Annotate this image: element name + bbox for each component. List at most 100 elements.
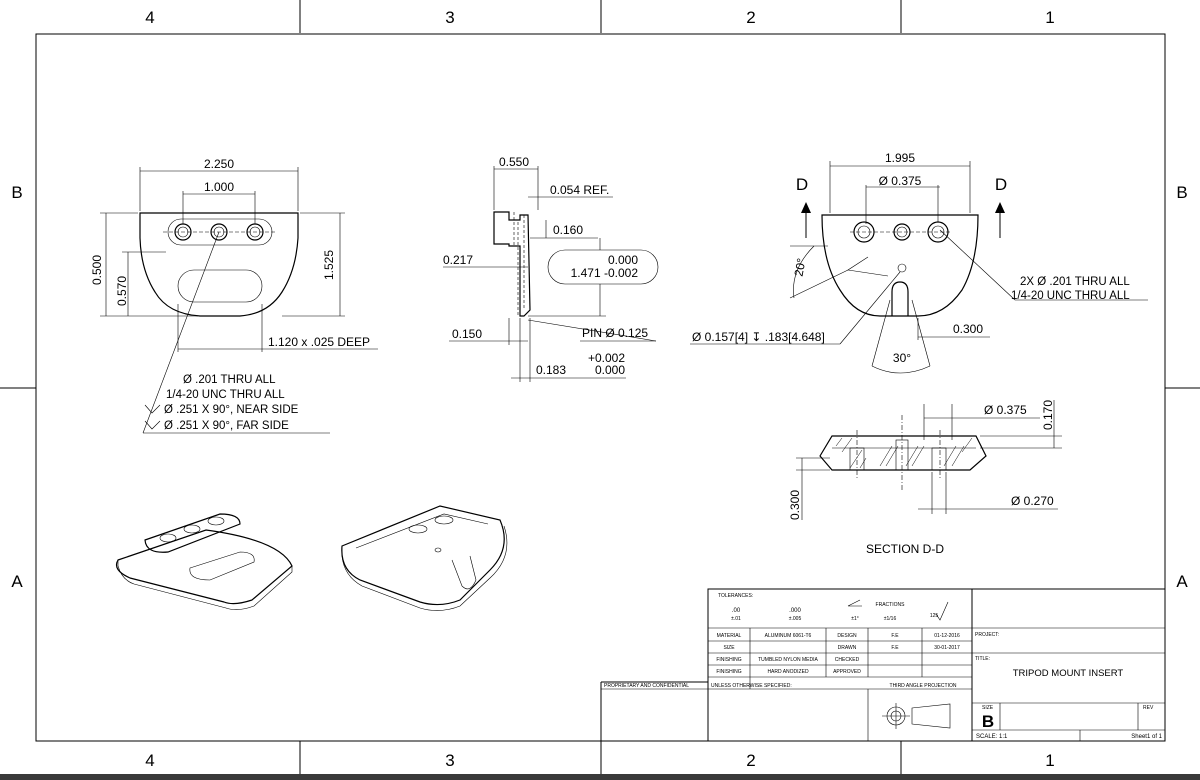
zone-col-bottom-1: 1	[1045, 751, 1054, 770]
countersink-icon	[144, 420, 161, 430]
tb-row-2-label: SIZE	[723, 645, 735, 651]
zone-col-bottom-2: 2	[746, 751, 755, 770]
iso-front-boss	[144, 513, 241, 553]
dim-height-right: 1.525	[322, 250, 336, 280]
front-view: 2.250 1.000 0.500 0.570 1.525 1.120 x .0…	[90, 157, 378, 434]
rear-pin-hole-note: Ø 0.157[4] ↧ .183[4.648]	[692, 330, 825, 344]
dim-ref: 0.054 REF.	[550, 183, 609, 197]
isometric-view-rear	[341, 505, 508, 611]
section-dim-bore: Ø 0.375	[984, 403, 1027, 417]
iso-rear-hole-2	[434, 515, 454, 525]
tol-box-upper: 0.000	[608, 253, 638, 267]
tol-nominal: 0.183	[536, 363, 566, 377]
zone-col-top-3: 3	[445, 8, 454, 27]
zone-row-left-a: A	[11, 572, 23, 591]
iso-rear-step	[355, 513, 489, 549]
dim-rear-bore: Ø 0.375	[879, 174, 922, 188]
dim-rear-width: 1.995	[885, 151, 915, 165]
title-block: TOLERANCES: .00 ±.01 .000 ±.005 ±1° FRAC…	[600, 588, 1166, 742]
tb-sheet: Sheet1 of 1	[1131, 734, 1162, 740]
iso-rear-notch	[451, 555, 477, 590]
rear-view-outline	[821, 214, 979, 317]
tb-tol-two-place-val: ±.01	[731, 616, 741, 622]
angle-symbol-icon	[847, 599, 862, 607]
zone-col-top-4: 4	[145, 8, 154, 27]
third-angle-projection-icon	[882, 703, 951, 729]
tb-row-2-role: DRAWN	[838, 645, 857, 651]
side-view: 0.550 0.054 REF. 0.160 0.217 0.000 1.471…	[443, 155, 659, 382]
tb-fractions-val: ±1/16	[884, 616, 897, 622]
dim-rear-right: 0.300	[953, 322, 983, 336]
tb-row-1-label: MATERIAL	[717, 633, 742, 639]
tb-row-4-value: HARD ANODIZED	[767, 669, 809, 675]
tb-fractions-label: FRACTIONS	[876, 602, 906, 608]
section-dim-depth: 0.170	[1041, 400, 1055, 430]
zone-col-bottom-4: 4	[145, 751, 154, 770]
hole-note-line-3: Ø .251 X 90°, NEAR SIDE	[164, 404, 299, 416]
tb-row-4-role: APPROVED	[833, 669, 861, 675]
tb-title-label: TITLE:	[975, 656, 990, 662]
tb-size: B	[982, 712, 994, 731]
section-dim-small-bore: Ø 0.270	[1011, 494, 1054, 508]
section-dim-thickness: 0.300	[788, 490, 802, 520]
tb-drawing-title: TRIPOD MOUNT INSERT	[1013, 668, 1124, 679]
tb-row-1-value: ALUMINUM 6061-T6	[765, 633, 812, 639]
hole-note-line-1: Ø .201 THRU ALL	[183, 374, 276, 386]
tol-plus: +0.002	[588, 351, 625, 365]
zone-row-right-a: A	[1176, 572, 1188, 591]
tb-row-4-label: FINISHING	[716, 669, 741, 675]
dim-overall-width: 2.250	[204, 157, 234, 171]
tb-tolerances-label: TOLERANCES:	[718, 593, 753, 599]
iso-front-hole-2	[183, 524, 201, 534]
tb-tol-three-place: .000	[789, 608, 801, 614]
side-view-profile	[493, 211, 531, 317]
tb-tol-three-place-val: ±.005	[789, 616, 802, 622]
hole-note-line-2: 1/4-20 UNC THRU ALL	[166, 389, 285, 401]
iso-front-hole-3	[207, 516, 225, 526]
tb-row-3-role: CHECKED	[835, 657, 860, 663]
tb-tol-angle-val: ±1°	[851, 616, 859, 622]
section-body	[819, 435, 987, 471]
iso-rear-plate	[341, 505, 505, 606]
tb-row-2-date: 30-01-2017	[934, 645, 960, 651]
section-arrow-left	[801, 202, 811, 213]
tb-scale: SCALE: 1:1	[976, 734, 1008, 740]
recess-slot	[177, 269, 263, 303]
tb-projection: THIRD ANGLE PROJECTION	[890, 683, 957, 689]
dim-side-a: 0.160	[553, 223, 583, 237]
rear-pin-hole	[897, 263, 907, 273]
dim-side-top: 0.550	[499, 155, 529, 169]
zone-col-top-2: 2	[746, 8, 755, 27]
dim-hole-spacing: 1.000	[204, 180, 234, 194]
tb-unless: UNLESS OTHERWISE SPECIFIED:	[711, 683, 792, 689]
front-view-outline	[139, 212, 299, 317]
section-hatching	[835, 437, 973, 469]
rear-view: D D 1.995 Ø 0.375 20° 30° 0.300 2X Ø .20…	[690, 151, 1148, 374]
dim-height-left: 0.500	[90, 255, 104, 285]
iso-front-slot	[189, 551, 255, 581]
angle-bottom: 30°	[893, 351, 911, 365]
section-letter-left: D	[796, 175, 808, 194]
dim-slot-height: 0.570	[115, 276, 129, 306]
tb-row-1-role: DESIGN	[837, 633, 857, 639]
zone-row-left-b: B	[11, 183, 22, 202]
countersink-icon	[144, 404, 161, 414]
zone-col-bottom-3: 3	[445, 751, 454, 770]
surface-finish-icon	[935, 601, 949, 621]
angle-arc-left	[793, 245, 815, 299]
tolerance-box	[547, 249, 659, 285]
pin-keyway-notch	[847, 256, 889, 277]
tb-row-3-label: FINISHING	[716, 657, 741, 663]
tb-tol-two-place: .00	[732, 608, 741, 614]
iso-front-hole-1	[159, 533, 177, 543]
zone-col-top-1: 1	[1045, 8, 1054, 27]
tb-project-label: PROJECT:	[975, 632, 999, 638]
angle-arc-bottom	[871, 365, 931, 374]
zone-labels: 4 3 2 1 4 3 2 1 B A B A	[11, 8, 1188, 770]
section-letter-right: D	[995, 175, 1007, 194]
tb-size-label: SIZE	[982, 705, 994, 711]
zone-row-right-b: B	[1176, 183, 1187, 202]
window-bottom-edge	[0, 774, 1200, 780]
